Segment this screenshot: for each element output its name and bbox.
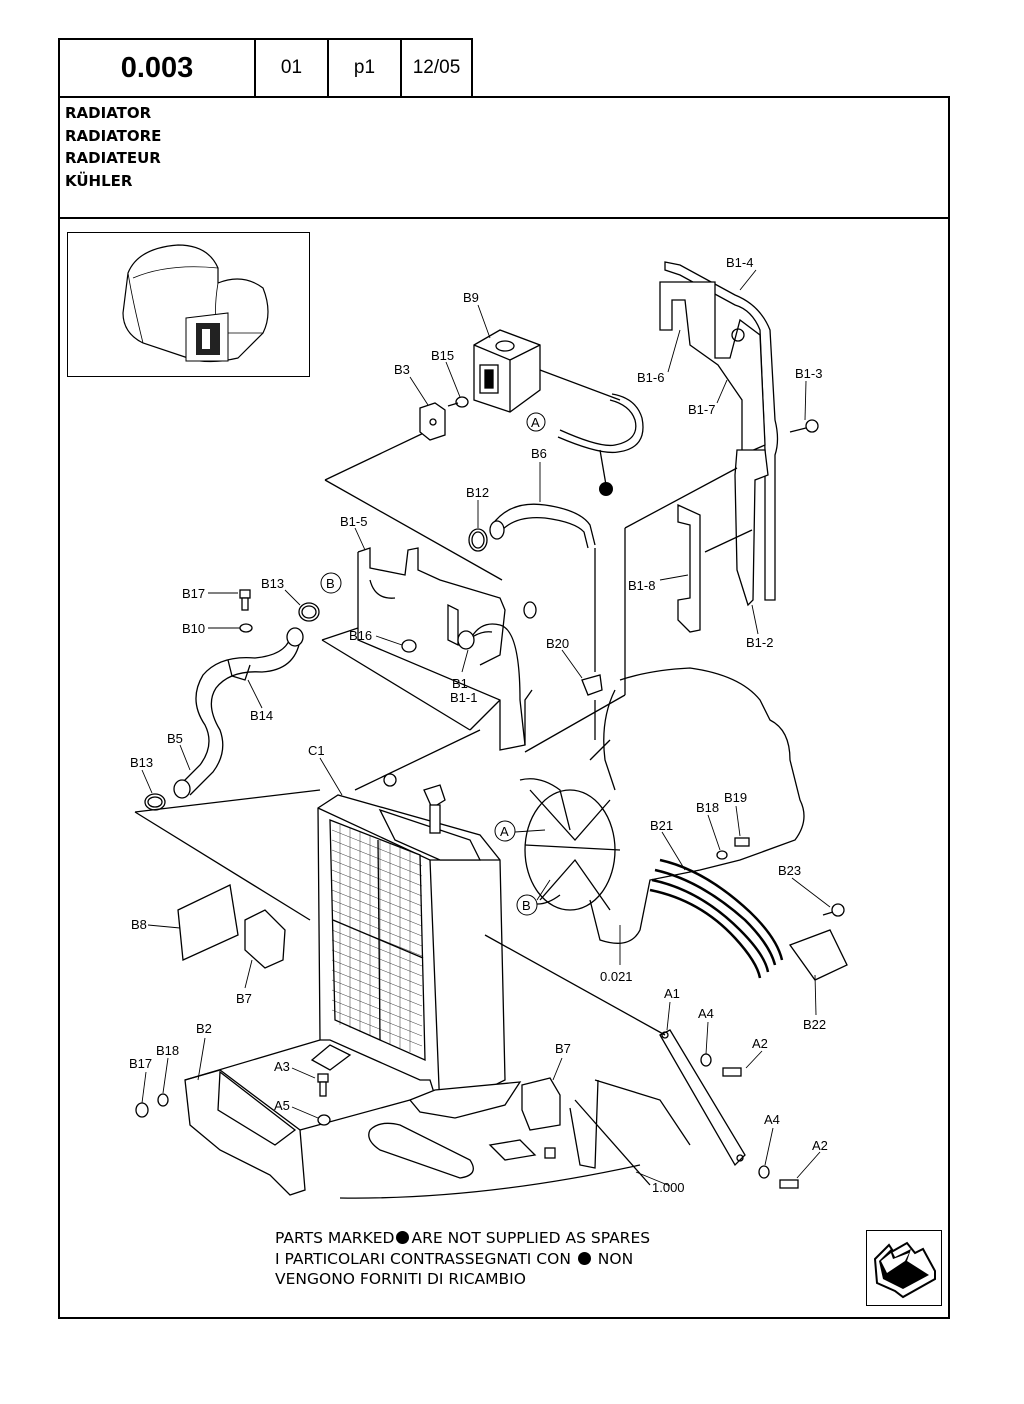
label-b1-5: B1-5	[340, 514, 367, 529]
label-b8: B8	[131, 917, 147, 932]
label-a2-bottom: A2	[812, 1138, 828, 1153]
label-b10: B10	[182, 621, 205, 636]
label-b6: B6	[531, 446, 547, 461]
label-b7-bottom: B7	[555, 1041, 571, 1056]
label-b3: B3	[394, 362, 410, 377]
label-b17-top: B17	[182, 586, 205, 601]
label-b-circle-mid: B	[522, 898, 531, 913]
note-line-1: PARTS MARKED ARE NOT SUPPLIED AS SPARES	[275, 1228, 650, 1249]
label-b1-4: B1-4	[726, 255, 753, 270]
label-a4-top: A4	[698, 1006, 714, 1021]
label-b21: B21	[650, 818, 673, 833]
title-it: RADIATORE	[65, 126, 162, 145]
label-a5: A5	[274, 1098, 290, 1113]
label-b2: B2	[196, 1021, 212, 1036]
label-b9: B9	[463, 290, 479, 305]
label-1-000: 1.000	[652, 1180, 685, 1195]
title-en: RADIATOR	[65, 104, 152, 122]
not-supplied-marker	[599, 482, 613, 496]
label-b23: B23	[778, 863, 801, 878]
callout-circle-b-mid	[516, 894, 538, 916]
label-b22: B22	[803, 1017, 826, 1032]
title-de: KÜHLER	[65, 171, 133, 190]
label-a3: A3	[274, 1059, 290, 1074]
label-b20: B20	[546, 636, 569, 651]
callout-circle-b-top	[320, 572, 342, 594]
label-b-circle-top: B	[326, 576, 335, 591]
next-page-button[interactable]	[866, 1230, 942, 1306]
label-a2-top: A2	[752, 1036, 768, 1051]
filled-circle-marker-icon	[577, 1251, 591, 1265]
spares-note: PARTS MARKED ARE NOT SUPPLIED AS SPARES I…	[275, 1228, 650, 1290]
note-line-3: VENGONO FORNITI DI RICAMBIO	[275, 1270, 526, 1288]
title-fr: RADIATEUR	[65, 149, 161, 167]
label-b14: B14	[250, 708, 273, 723]
note-line-2-start: I PARTICOLARI CONTRASSEGNATI CON	[275, 1249, 571, 1268]
machine-thumbnail-icon	[122, 244, 269, 363]
note-line-1-end: ARE NOT SUPPLIED AS SPARES	[411, 1229, 651, 1247]
label-b5: B5	[167, 731, 183, 746]
label-b7-left: B7	[236, 991, 252, 1006]
label-b13-top: B13	[261, 576, 284, 591]
label-b1-1: B1-1	[450, 690, 477, 705]
label-b19: B19	[724, 790, 747, 805]
drawing-frame	[58, 217, 950, 1319]
note-line-1-start: PARTS MARKED	[275, 1229, 395, 1247]
note-line-2-end: NON	[597, 1249, 634, 1268]
label-b12: B12	[466, 485, 489, 500]
label-0-021: 0.021	[600, 969, 633, 984]
note-line-2: I PARTICOLARI CONTRASSEGNATI CON NON	[275, 1249, 650, 1270]
label-b18-right: B18	[696, 800, 719, 815]
label-a4-bottom: A4	[764, 1112, 780, 1127]
label-a-top: A	[531, 415, 540, 430]
label-a1: A1	[664, 986, 680, 1001]
label-c1: C1	[308, 743, 325, 758]
label-b13-mid: B13	[130, 755, 153, 770]
label-b17-left: B17	[129, 1056, 152, 1071]
label-b1-2: B1-2	[746, 635, 773, 650]
label-b1-3: B1-3	[795, 366, 822, 381]
label-b1-7: B1-7	[688, 402, 715, 417]
label-b16: B16	[349, 628, 372, 643]
label-a-mid: A	[500, 824, 509, 839]
callout-circle-a-top	[526, 412, 546, 432]
label-b1: B1	[452, 676, 468, 691]
label-b15: B15	[431, 348, 454, 363]
filled-circle-marker-icon	[396, 1231, 410, 1244]
label-b18-left: B18	[156, 1043, 179, 1058]
next-page-arrow-icon	[873, 1241, 936, 1299]
machine-location-thumbnail	[67, 232, 310, 377]
label-b1-6: B1-6	[637, 370, 664, 385]
label-b1-8: B1-8	[628, 578, 655, 593]
callout-circle-a-mid	[494, 820, 516, 842]
